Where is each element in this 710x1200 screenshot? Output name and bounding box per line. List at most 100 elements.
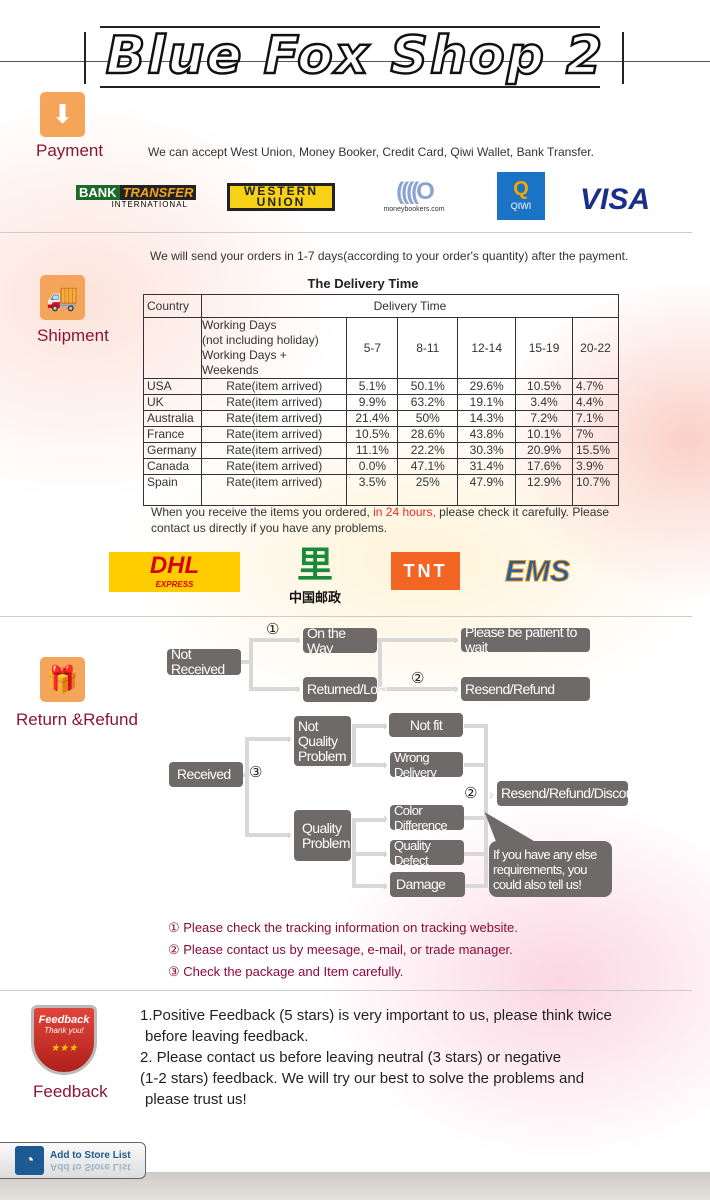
flow-not-received: Not Received — [167, 647, 241, 677]
rate-value-cell: 11.1% — [346, 442, 399, 459]
rate-value-cell: 9.9% — [346, 394, 399, 411]
feedback-line: please trust us! — [145, 1091, 247, 1108]
rate-value-cell: 63.2% — [397, 394, 459, 411]
rate-label-cell: Rate(item arrived) — [200, 458, 348, 475]
rate-value-cell: 3.5% — [346, 474, 399, 506]
western-text: WESTERN — [244, 184, 318, 198]
divider — [0, 990, 692, 991]
international-text: INTERNATIONAL — [111, 200, 188, 209]
tnt-logo: TNT — [391, 552, 460, 590]
badge-feedback-text: Feedback — [38, 1014, 90, 1026]
col-delivery-time: Delivery Time — [200, 294, 620, 318]
flow-returned-lost: Returned/Lost — [303, 677, 388, 702]
flow-not-fit: Not fit — [389, 713, 463, 737]
china-post-icon: ⾥ — [296, 544, 333, 585]
rate-label-cell: Rate(item arrived) — [200, 474, 348, 506]
rate-value-cell: 30.3% — [457, 442, 517, 459]
range: 12-14 — [457, 317, 517, 379]
visa-logo: VISA — [580, 183, 651, 216]
rate-value-cell: 12.9% — [515, 474, 573, 506]
rate-value-cell: 43.8% — [457, 426, 517, 443]
flow-damage: Damage — [390, 872, 465, 897]
rate-value-cell: 4.7% — [572, 378, 619, 395]
dhl-text: DHL — [149, 552, 200, 579]
sub-header-1: Working Days — [201, 318, 277, 332]
rate-value-cell: 7.1% — [572, 410, 619, 427]
rate-label-cell: Rate(item arrived) — [200, 410, 348, 427]
china-post-logo: ⾥ 中国邮政 — [278, 543, 352, 606]
rate-label-cell: Rate(item arrived) — [200, 442, 348, 459]
step-2-marker: ② — [464, 785, 478, 802]
rate-label-cell: Rate(item arrived) — [200, 426, 348, 443]
step-3-marker: ③ — [249, 764, 263, 781]
title-top-line — [100, 26, 600, 28]
rate-value-cell: 28.6% — [397, 426, 459, 443]
shop-title: Blue Fox Shop 2 — [105, 25, 605, 88]
rate-label-cell: Rate(item arrived) — [200, 394, 348, 411]
flow-patient: Please be patient to wait — [461, 625, 590, 655]
rate-value-cell: 15.5% — [572, 442, 619, 459]
shipment-label: Shipment — [37, 326, 109, 345]
receive-text-highlight: in 24 hours, — [373, 505, 436, 519]
rate-value-cell: 3.9% — [572, 458, 619, 475]
flow-received: Received — [169, 762, 243, 787]
note-2: ② Please contact us by meesage, e-mail, … — [168, 942, 513, 957]
flow-quality-problem: Quality Problem — [294, 810, 351, 861]
col-country: Country — [143, 294, 202, 318]
badge-thanks-text: Thank you! — [44, 1026, 84, 1035]
rate-value-cell: 50% — [397, 410, 459, 427]
country-cell: UK — [143, 394, 202, 411]
sub-header-2: (not including holiday) — [201, 333, 319, 347]
payment-download-icon: ⬇ — [40, 92, 85, 137]
flow-not-quality-problem: Not Quality Problem — [294, 716, 351, 766]
rate-value-cell: 14.3% — [457, 410, 517, 427]
add-store-label: Add to Store List — [50, 1149, 131, 1161]
union-text: UNION — [256, 195, 306, 209]
feedback-line: 2. Please contact us before leaving neut… — [140, 1049, 562, 1066]
rate-value-cell: 50.1% — [397, 378, 459, 395]
feedback-text: 1.Positive Feedback (5 stars) is very im… — [140, 1005, 660, 1110]
badge-stars-icon: ★★★ — [50, 1043, 78, 1054]
rate-value-cell: 10.5% — [346, 426, 399, 443]
country-cell: Germany — [143, 442, 202, 459]
feedback-shield-icon: Feedback Thank you! ★★★ — [31, 1005, 97, 1075]
payment-label: Payment — [36, 141, 104, 160]
rate-label-cell: Rate(item arrived) — [200, 378, 348, 395]
country-cell: USA — [143, 378, 202, 395]
rate-value-cell: 10.1% — [515, 426, 573, 443]
rate-value-cell: 47.9% — [457, 474, 517, 506]
receive-text-a: When you receive the items you ordered, — [151, 505, 374, 519]
feedback-line: (1-2 stars) feedback. We will try our be… — [140, 1070, 585, 1087]
divider — [0, 232, 692, 233]
receive-text-c: please check it carefully. Please contac… — [151, 505, 610, 535]
range: 8-11 — [397, 317, 459, 379]
step-1-marker: ① — [266, 621, 280, 638]
moneybookers-text: moneybookers.com — [383, 206, 445, 213]
add-store-reflection: Add to Store List — [50, 1160, 131, 1172]
qiwi-text: QIWI — [510, 201, 532, 211]
range: 20-22 — [572, 317, 619, 379]
rate-value-cell: 5.1% — [346, 378, 399, 395]
country-cell: Spain — [143, 474, 202, 506]
rate-value-cell: 20.9% — [515, 442, 573, 459]
rate-value-cell: 21.4% — [346, 410, 399, 427]
flow-speech-bubble: If you have any else requirements, you c… — [489, 841, 612, 897]
flow-resend-refund-discount: Resend/Refund/Discount — [497, 781, 644, 806]
rate-value-cell: 7.2% — [515, 410, 573, 427]
title-bar-left — [84, 32, 86, 84]
country-cell: France — [143, 426, 202, 443]
flow-resend-refund: Resend/Refund — [461, 677, 590, 701]
rate-value-cell: 4.4% — [572, 394, 619, 411]
feedback-line: before leaving feedback. — [145, 1028, 309, 1045]
moneybookers-waves-icon: ((((O — [396, 178, 435, 205]
